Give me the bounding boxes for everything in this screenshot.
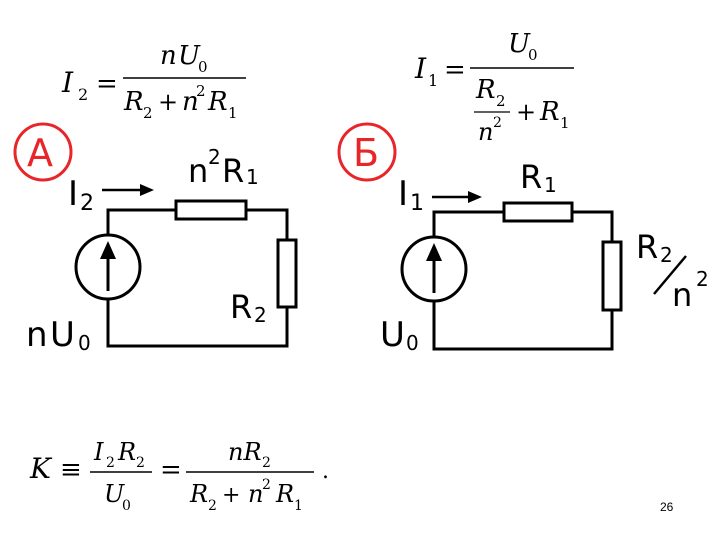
i2-den-n: n (182, 87, 199, 117)
circuit-b-current-sub: 1 (410, 191, 424, 216)
i1-num-u: U (508, 29, 531, 59)
i1-subscript: 1 (428, 71, 438, 90)
circuit-a-resistor-right-r: R (230, 288, 252, 326)
k-f1-den-u: U (104, 480, 125, 508)
i2-symbol: I (61, 66, 74, 99)
formula-i2: I 2 = n U 0 R 2 + n 2 R 1 (61, 41, 246, 122)
circuit-b-resistor-right-r: R (636, 228, 658, 266)
k-f2-den-plus: + (222, 483, 240, 508)
i1-symbol: I (414, 52, 427, 85)
k-f2-den-r1: R (275, 480, 294, 508)
i2-subscript: 2 (78, 85, 88, 104)
circuit-b-resistor-top-sub: 1 (544, 173, 557, 197)
i2-den-exp: 2 (196, 82, 206, 100)
i1-den-plus: + (516, 98, 536, 126)
circuit-b-resistor-right-slash (653, 255, 687, 295)
circuit-a-resistor-top-r: R (222, 152, 244, 190)
i1-den-r2: R (475, 75, 496, 105)
i1-equals: = (444, 55, 466, 85)
k-f2-den-exp: 2 (262, 477, 271, 493)
circuit-b-badge: Б (353, 131, 379, 175)
k-f2-den-n: n (248, 480, 263, 508)
k-f1-num-r-sub: 2 (136, 455, 145, 471)
i2-equals: = (96, 69, 118, 99)
k-f2-den-r2-sub: 2 (208, 498, 217, 514)
k-f1-num-r: R (117, 438, 136, 466)
circuit-b-resistor-right (601, 240, 623, 312)
circuit-b-resistor-right-exp: 2 (696, 267, 709, 291)
circuit-a-current-sub: 2 (80, 191, 94, 216)
i2-den-r2-sub: 2 (143, 104, 153, 122)
i2-den-r1: R (207, 87, 228, 117)
circuit-a-current-arrow (102, 184, 154, 196)
i2-num-u: U (178, 41, 201, 71)
circuit-a-current-label: I (68, 174, 78, 214)
i1-den-r2-sub: 2 (496, 92, 506, 110)
i1-den-n-exp: 2 (493, 115, 502, 131)
circuit-a: А I 2 n 2 R 1 R 2 n U 0 (13, 122, 298, 355)
circuit-a-badge: А (27, 131, 53, 175)
k-f1-num-i: I (93, 438, 104, 466)
circuit-a-badge-ring (13, 122, 73, 182)
circuit-b-resistor-right-sub: 2 (660, 243, 673, 267)
circuit-b-resistor-top-r: R (520, 158, 542, 196)
i1-den-n: n (478, 118, 493, 146)
circuit-b-resistor-top (502, 201, 574, 223)
k-f2-num: nR (228, 438, 262, 466)
k-f2-den-r1-sub: 1 (294, 498, 303, 514)
circuit-b-source (400, 235, 468, 303)
k-f1-den-u-sub: 0 (122, 498, 131, 514)
circuit-b-source-u: U (380, 315, 405, 355)
circuit-b-wires (432, 210, 614, 351)
circuit-a-wires (106, 208, 289, 348)
circuit-b-resistor-right-n: n (672, 276, 692, 314)
i2-num-sub: 0 (198, 58, 208, 76)
circuit-b: Б I 1 R 1 R 2 n 2 U 0 (337, 122, 709, 355)
circuit-a-resistor-right (276, 238, 298, 309)
formula-i1: I 1 = U 0 R 2 n 2 + R 1 (414, 29, 574, 146)
circuit-a-source-sub: 0 (78, 331, 91, 355)
k-f2-num-sub: 2 (262, 455, 271, 471)
k-f1-num-i-sub: 2 (106, 455, 115, 471)
circuit-b-source-sub: 0 (406, 331, 419, 355)
circuit-a-resistor-top (174, 199, 248, 221)
i1-num-sub: 0 (528, 46, 538, 64)
circuit-b-badge-ring (337, 122, 397, 182)
i2-den-plus: + (158, 88, 178, 116)
circuit-a-resistor-top-exp: 2 (208, 145, 221, 169)
i1-den-r1: R (539, 97, 560, 127)
circuit-a-source (74, 233, 142, 301)
formula-k: K ≡ I 2 R 2 U 0 = nR 2 R 2 + n 2 R 1 . (29, 438, 329, 514)
circuit-a-resistor-right-sub: 2 (254, 303, 267, 327)
circuit-a-source-u: U (50, 315, 75, 355)
circuit-a-resistor-top-sub: 1 (246, 165, 259, 189)
k-period: . (322, 459, 329, 484)
i1-den-r1-sub: 1 (560, 114, 570, 132)
circuit-b-current-arrow (432, 191, 482, 203)
k-symbol: K (29, 452, 53, 485)
k-identity-sign: ≡ (60, 455, 82, 485)
i2-den-r2: R (123, 87, 144, 117)
circuit-b-current-label: I (398, 174, 408, 214)
circuit-a-resistor-top-n: n (188, 152, 208, 190)
i2-den-r1-sub: 1 (228, 104, 238, 122)
i2-num-n: n (160, 41, 177, 71)
k-f2-den-r2: R (189, 480, 208, 508)
page-number: 26 (660, 500, 674, 514)
circuit-a-source-n: n (26, 315, 48, 355)
k-equals: = (160, 455, 182, 485)
